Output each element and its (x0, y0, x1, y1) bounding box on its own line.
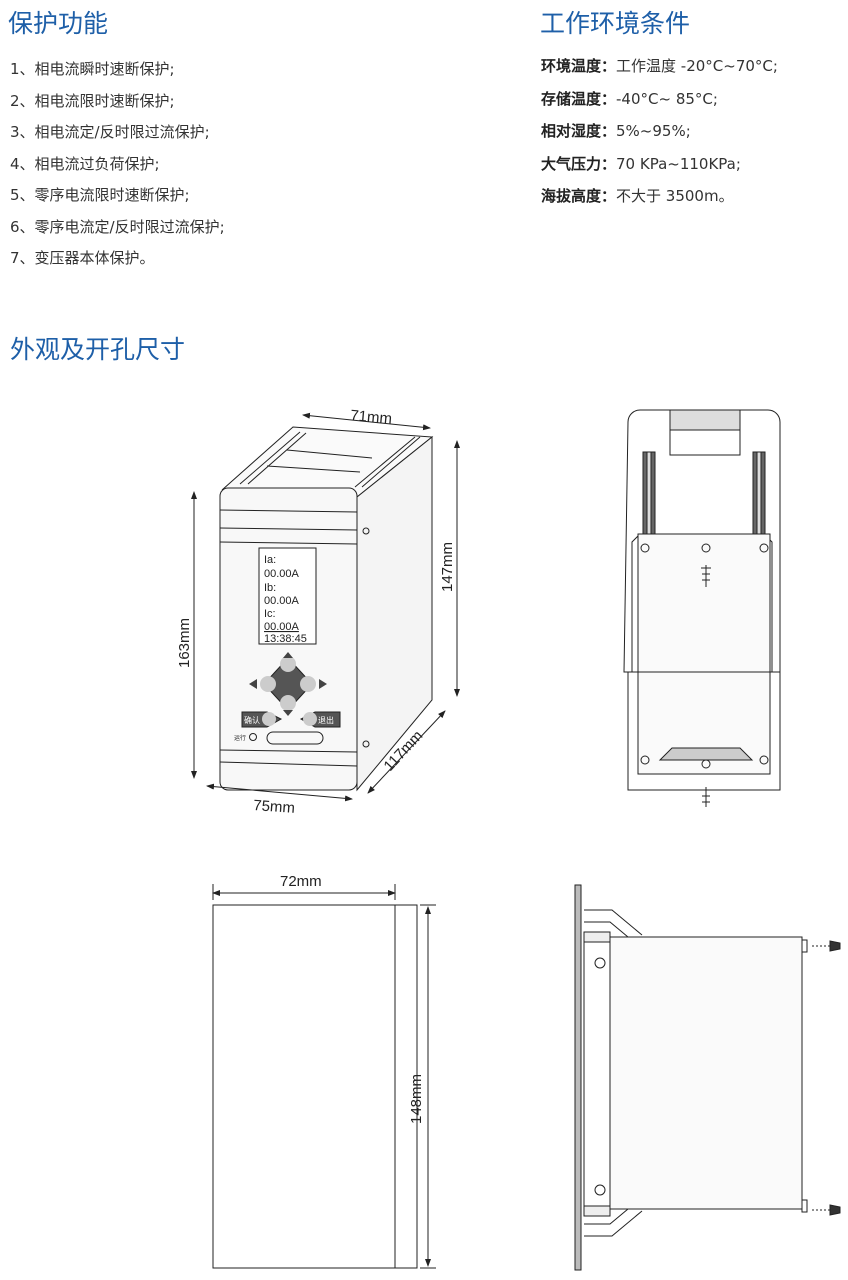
env-row: 相对湿度：5%~95%; (541, 115, 778, 148)
environment-list: 环境温度：工作温度 -20°C~70°C; 存储温度：-40°C~ 85°C; … (541, 50, 778, 213)
screen-line: Ia: (264, 554, 276, 566)
env-row: 海拔高度：不大于 3500m。 (541, 180, 778, 213)
dim-cutout-height: 148mm (408, 1074, 425, 1124)
list-item: 5、零序电流限时速断保护; (10, 186, 190, 204)
screen-line: 00.00A (264, 568, 300, 580)
front-perspective-drawing (191, 412, 460, 802)
env-row: 大气压力：70 KPa~110KPa; (541, 148, 778, 181)
dim-top-width: 71mm (350, 407, 393, 428)
protection-title: 保护功能 (8, 9, 109, 38)
rear-view-drawing (623, 409, 781, 807)
env-label: 大气压力： (541, 154, 617, 173)
screen-line: Ib: (264, 582, 276, 594)
environment-title: 工作环境条件 (540, 9, 691, 38)
lcd-screen: Ia: 00.00A Ib: 00.00A Ic: 00.00A 13:38:4… (264, 554, 307, 645)
list-item: 3、相电流定/反时限过流保护; (10, 123, 210, 141)
env-row: 存储温度：-40°C~ 85°C; (541, 83, 778, 116)
env-label: 环境温度： (541, 57, 617, 75)
protection-list: 1、相电流瞬时速断保护; 2、相电流限时速断保护; 3、相电流定/反时限过流保护… (10, 54, 225, 275)
list-item: 7、变压器本体保护。 (10, 249, 155, 267)
dim-width: 75mm (253, 797, 296, 817)
side-mount-drawing (574, 884, 841, 1271)
list-item: 1、相电流瞬时速断保护; (10, 60, 175, 78)
env-value: 不大于 3500m。 (616, 187, 734, 205)
env-value: 工作温度 -20°C~70°C; (616, 57, 778, 75)
list-item: 6、零序电流定/反时限过流保护; (10, 217, 225, 236)
env-label: 海拔高度： (541, 187, 617, 205)
screen-line: Ic: (264, 608, 276, 620)
screen-line: 13:38:45 (264, 633, 307, 645)
list-item: 2、相电流限时速断保护; (10, 91, 175, 110)
run-indicator-label: 运行 (234, 734, 246, 742)
env-value: -40°C~ 85°C; (616, 89, 718, 108)
list-item: 4、相电流过负荷保护; (10, 154, 160, 173)
env-row: 环境温度：工作温度 -20°C~70°C; (541, 50, 778, 83)
dim-depth-height: 147mm (439, 542, 456, 592)
env-label: 存储温度： (541, 89, 617, 108)
confirm-button-label: 确认 (244, 715, 260, 725)
screen-line: 00.00A (264, 595, 300, 607)
dim-cutout-width: 72mm (280, 873, 322, 890)
dimensions-title: 外观及开孔尺寸 (10, 335, 186, 364)
env-value: 70 KPa~110KPa; (616, 154, 741, 173)
env-label: 相对湿度： (541, 122, 617, 140)
env-value: 5%~95%; (616, 122, 691, 140)
screw-icon (829, 940, 841, 1216)
exit-button-label: 退出 (318, 715, 334, 725)
dim-height: 163mm (176, 618, 193, 668)
screen-line: 00.00A (264, 621, 300, 633)
cutout-drawing (212, 884, 436, 1269)
